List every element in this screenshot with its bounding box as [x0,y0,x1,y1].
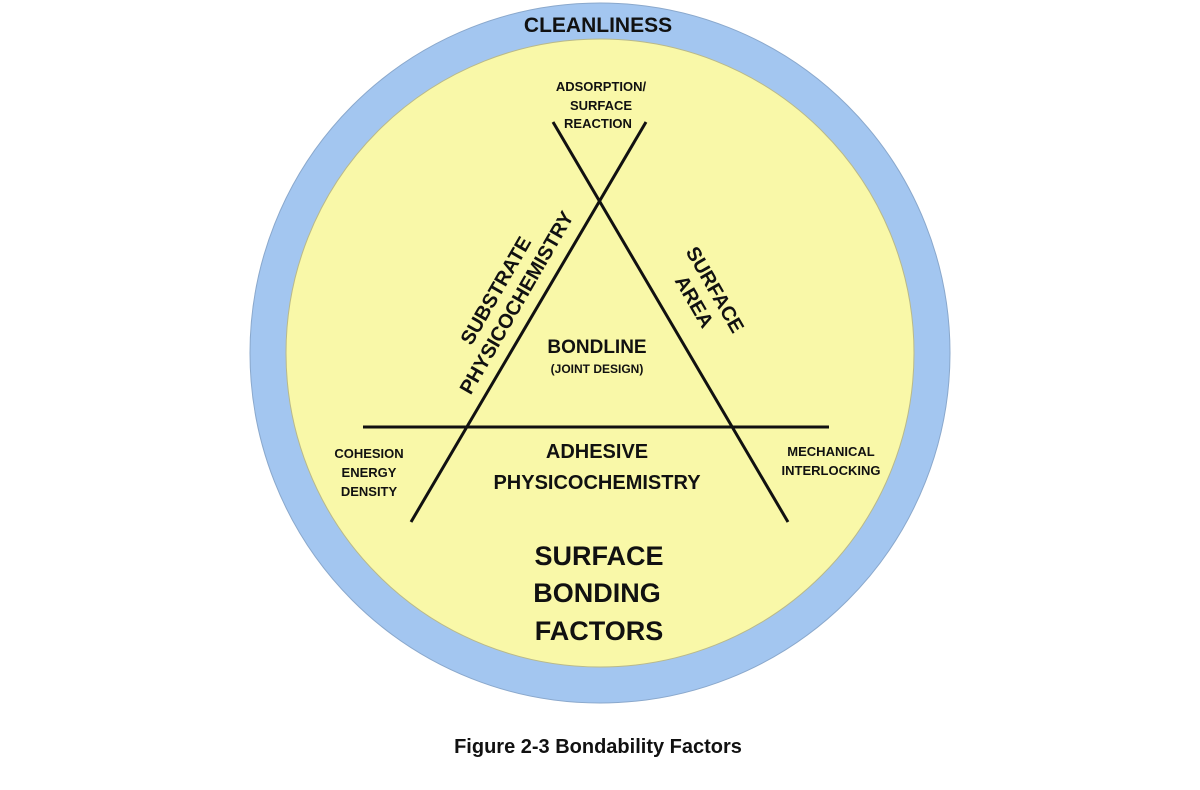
mechanical-label: MECHANICAL INTERLOCKING [782,444,881,478]
svg-text:REACTION: REACTION [564,116,632,131]
svg-text:PHYSICOCHEMISTRY: PHYSICOCHEMISTRY [493,472,701,494]
right-triangle-line [551,121,790,523]
svg-text:ENERGY: ENERGY [342,465,397,480]
figure-caption: Figure 2-3 Bondability Factors [454,736,742,758]
svg-text:ADHESIVE: ADHESIVE [546,441,648,463]
joint-design-label: (JOINT DESIGN) [551,362,644,376]
adhesive-label: ADHESIVE PHYSICOCHEMISTRY [493,441,701,494]
svg-text:BONDING: BONDING [533,578,661,608]
svg-text:SURFACE: SURFACE [570,98,632,113]
cohesion-label: COHESION ENERGY DENSITY [334,446,403,499]
left-triangle-line [409,121,648,523]
inner-circle [285,38,915,668]
bondline-label: BONDLINE [547,337,646,358]
svg-text:INTERLOCKING: INTERLOCKING [782,463,881,478]
svg-text:MECHANICAL: MECHANICAL [787,444,874,459]
svg-text:ADSORPTION/: ADSORPTION/ [556,79,647,94]
svg-text:COHESION: COHESION [334,446,403,461]
adsorption-label: ADSORPTION/ SURFACE REACTION [556,79,647,131]
cleanliness-label: CLEANLINESS [524,14,672,37]
diagram-title: SURFACE BONDING FACTORS [533,541,663,646]
svg-text:FACTORS: FACTORS [535,616,664,646]
svg-text:SURFACE: SURFACE [534,541,663,571]
svg-text:DENSITY: DENSITY [341,484,398,499]
